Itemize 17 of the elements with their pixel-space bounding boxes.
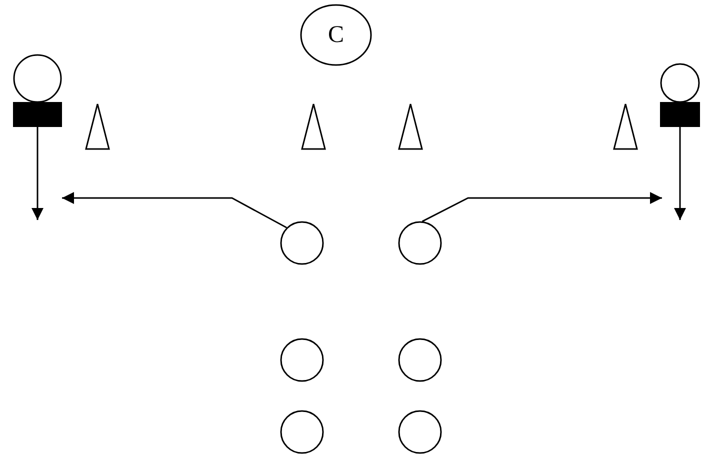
movement-arrow xyxy=(422,192,662,222)
player-figure xyxy=(13,55,62,127)
player-circle xyxy=(280,338,324,382)
player-circle xyxy=(398,221,442,265)
movement-arrow xyxy=(674,127,686,220)
cone-marker xyxy=(398,103,423,150)
labeled-ellipse xyxy=(300,4,372,66)
cone-marker xyxy=(613,103,638,150)
player-circle xyxy=(280,410,324,454)
movement-arrow xyxy=(62,192,287,228)
player-circle xyxy=(280,221,324,265)
cone-marker xyxy=(301,103,326,150)
movement-arrow xyxy=(32,127,44,220)
cone-marker xyxy=(85,103,110,150)
player-circle xyxy=(398,410,442,454)
player-circle xyxy=(398,338,442,382)
node-label: C xyxy=(326,20,345,50)
